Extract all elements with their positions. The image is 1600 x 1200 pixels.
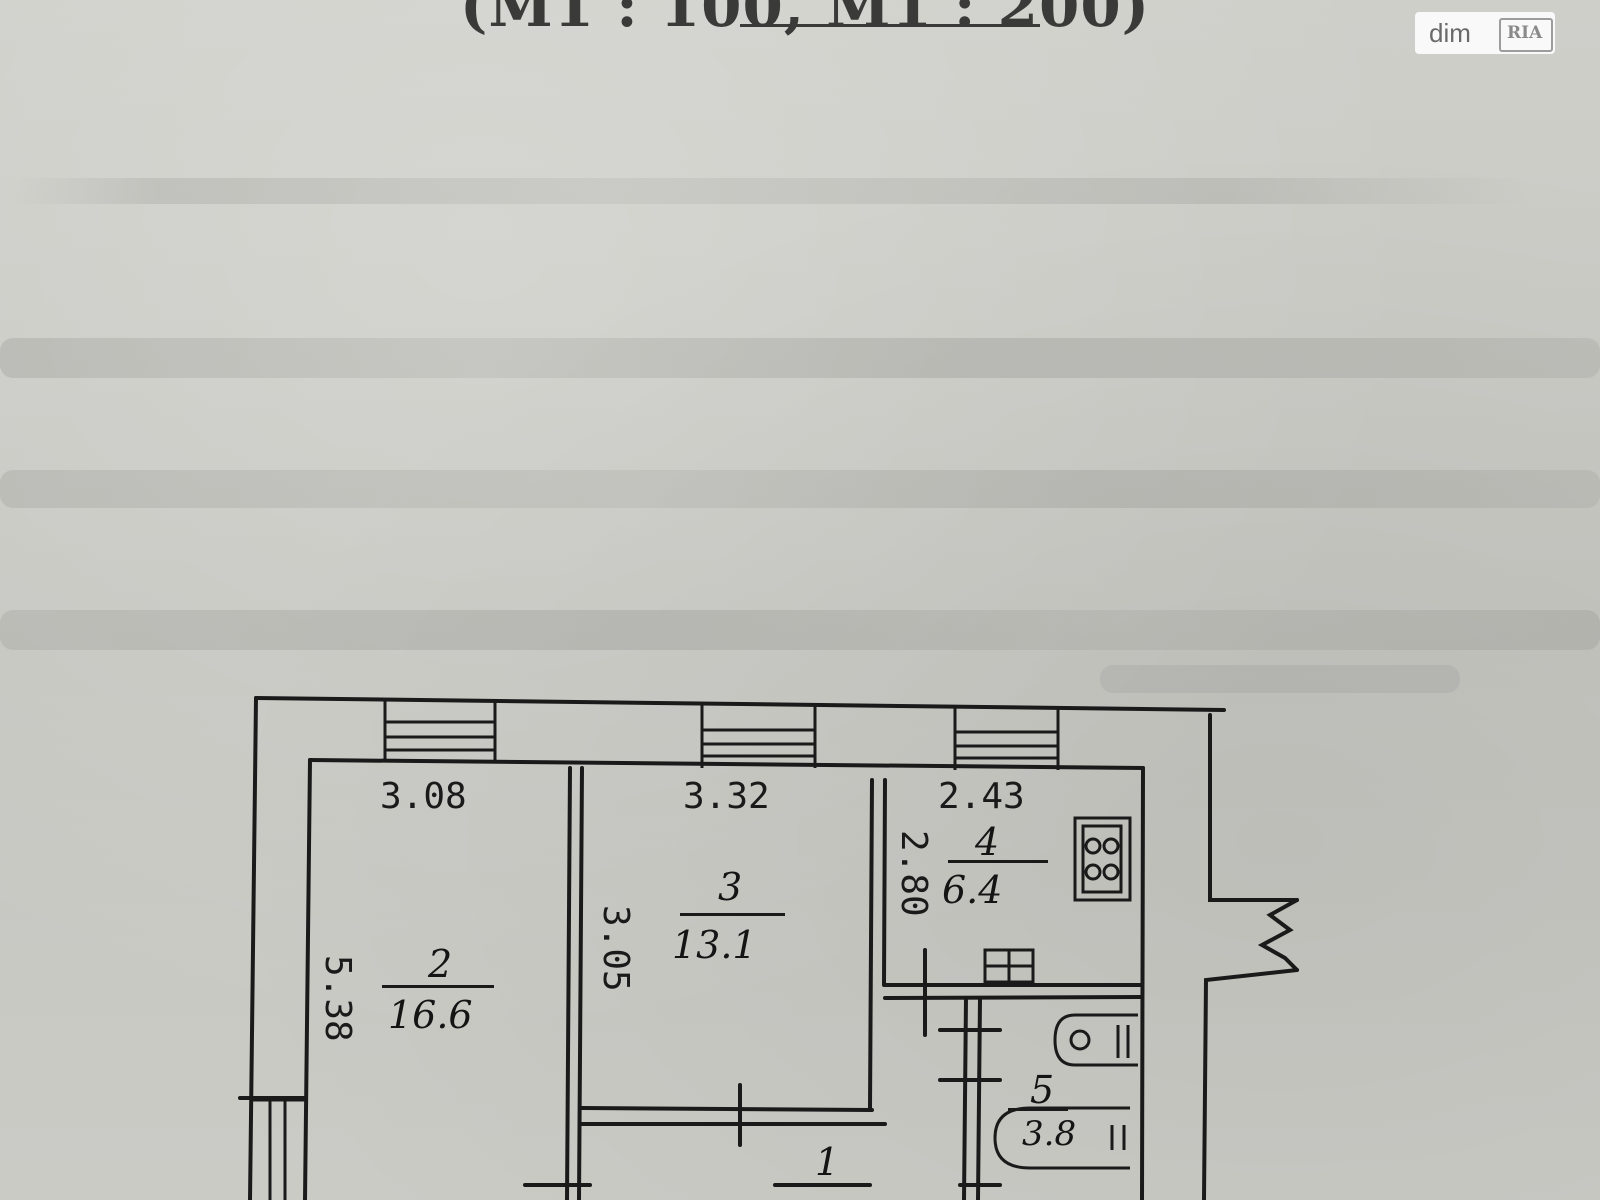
room-4-fraction-line xyxy=(948,860,1048,863)
room-5-area: 3.8 xyxy=(1022,1114,1077,1154)
scale-caption: (М1 : 100, М1 : 200) xyxy=(460,0,1151,40)
faded-text-line xyxy=(10,178,1530,204)
outer-wall-right xyxy=(1208,713,1299,902)
dimension-room4-width: 2.43 xyxy=(938,776,1025,817)
room-3-number: 3 xyxy=(718,865,743,909)
stove-icon xyxy=(1073,816,1132,902)
dimension-room2-width: 3.08 xyxy=(380,776,467,817)
room-2-area: 16.6 xyxy=(388,993,473,1037)
ria-logo-icon: RIA xyxy=(1499,18,1553,52)
window-left-wall xyxy=(252,1098,306,1200)
outer-wall-top xyxy=(254,696,1226,712)
toilet-icon xyxy=(1053,1013,1138,1067)
outer-wall-left xyxy=(248,696,258,1200)
window-room3 xyxy=(700,702,817,768)
room-1-number: 1 xyxy=(815,1140,840,1184)
inner-wall-left xyxy=(303,758,312,1200)
partition-3-4b xyxy=(882,778,887,987)
room-2-fraction-line xyxy=(382,985,494,988)
watermark-logo-text: RIA xyxy=(1507,23,1543,43)
inner-wall-top xyxy=(308,758,1145,770)
dimension-room3-width: 3.32 xyxy=(683,776,770,817)
partition-2-3a xyxy=(565,766,572,1200)
room-4-area: 6.4 xyxy=(942,868,1003,912)
watermark-brand: dim xyxy=(1429,17,1471,48)
faded-text-line xyxy=(1100,665,1460,693)
faded-text-line xyxy=(0,470,1600,508)
scale-caption-underline xyxy=(740,24,1040,27)
partition-3-4a xyxy=(868,778,874,1110)
room-4-number: 4 xyxy=(975,820,1000,864)
room-3-fraction-line xyxy=(680,913,785,916)
partition-2-3b xyxy=(577,766,584,1200)
dim-ria-watermark: dim RIA xyxy=(1415,12,1555,54)
entrance-zigzag xyxy=(1257,898,1299,972)
room3-bottom-wall-a xyxy=(580,1106,874,1112)
dimension-room4-height: 2.80 xyxy=(893,830,934,917)
faded-text-line xyxy=(0,610,1600,650)
window-room2 xyxy=(383,700,497,762)
room-5-number: 5 xyxy=(1030,1068,1055,1112)
room-3-area: 13.1 xyxy=(672,923,757,967)
window-room4 xyxy=(953,705,1060,770)
room-5-fraction-line xyxy=(1008,1108,1068,1111)
room-1-fraction-line xyxy=(775,1183,870,1186)
dimension-room3-height: 3.05 xyxy=(595,905,636,992)
dimension-room2-height: 5.38 xyxy=(317,955,358,1042)
faded-text-line xyxy=(0,338,1600,378)
outer-wall-right-lower xyxy=(1202,968,1299,1200)
sink-icon xyxy=(983,948,1035,984)
room-2-number: 2 xyxy=(428,942,453,986)
kitchen-bath-wall-b xyxy=(883,995,1144,1000)
